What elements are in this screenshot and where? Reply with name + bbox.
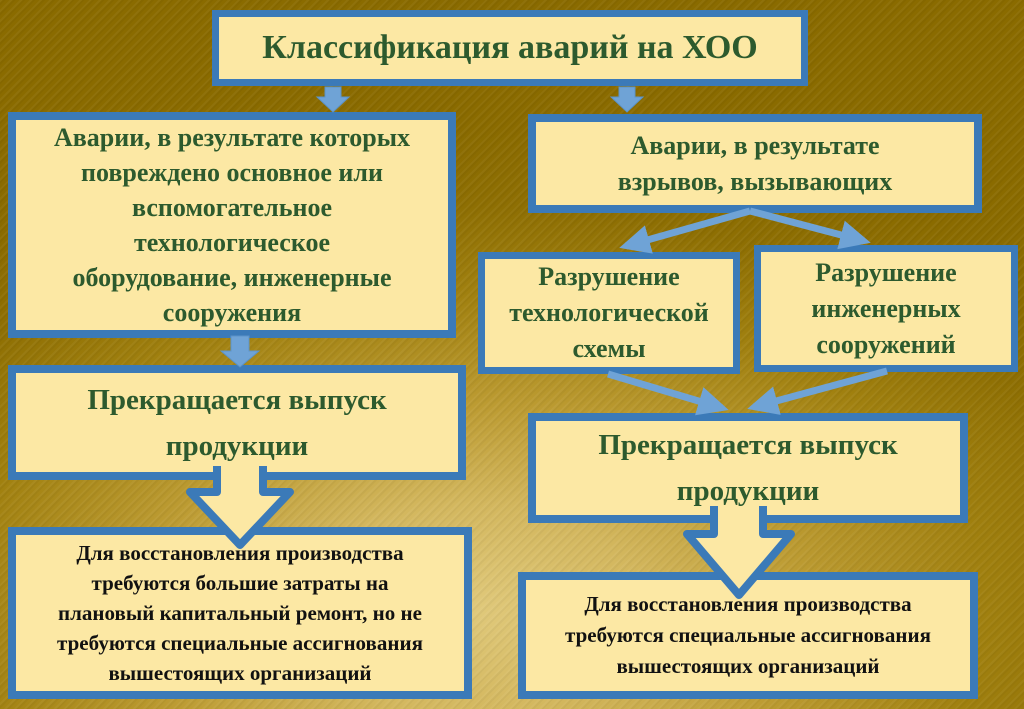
node-engineering-destruction-label: Разрушение инженерных сооружений <box>811 257 961 359</box>
arrow-explosion-to-tech-scheme-icon <box>619 207 751 254</box>
arrow-explosion-to-engineering-icon <box>749 207 871 250</box>
arrow-engineering-to-stop-icon <box>747 367 888 415</box>
node-tech-scheme-destruction: Разрушение технологической схемы <box>478 252 740 374</box>
node-production-stops-right-label: Прекращается выпуск продукции <box>598 429 898 507</box>
node-tech-scheme-destruction-label: Разрушение технологической схемы <box>509 262 709 363</box>
node-engineering-destruction: Разрушение инженерных сооружений <box>754 245 1018 372</box>
node-production-stops-left: Прекращается выпуск продукции <box>8 365 466 480</box>
node-explosion-accidents: Аварии, в результате взрывов, вызывающих <box>528 114 982 213</box>
node-production-stops-left-label: Прекращается выпуск продукции <box>87 383 387 462</box>
node-explosion-accidents-label: Аварии, в результате взрывов, вызывающих <box>617 130 893 196</box>
node-production-stops-right: Прекращается выпуск продукции <box>528 413 968 523</box>
node-title: Классификация аварий на ХОО <box>212 10 808 86</box>
node-restoration-special-funding-label: Для восстановления производства требуютс… <box>565 592 931 678</box>
node-restoration-special-funding: Для восстановления производства требуютс… <box>518 572 978 699</box>
arrow-equipment-to-stop-icon <box>219 335 261 368</box>
arrow-title-to-right-icon <box>609 86 645 113</box>
arrow-tech-scheme-to-stop-icon <box>606 370 729 416</box>
node-restoration-planned-repair: Для восстановления производства требуютс… <box>8 527 472 699</box>
node-equipment-damage: Аварии, в результате которых повреждено … <box>8 112 456 338</box>
arrow-title-to-left-icon <box>315 86 351 113</box>
node-title-label: Классификация аварий на ХОО <box>262 29 758 66</box>
node-restoration-planned-repair-label: Для восстановления производства требуютс… <box>57 541 423 685</box>
node-equipment-damage-label: Аварии, в результате которых повреждено … <box>53 123 411 327</box>
